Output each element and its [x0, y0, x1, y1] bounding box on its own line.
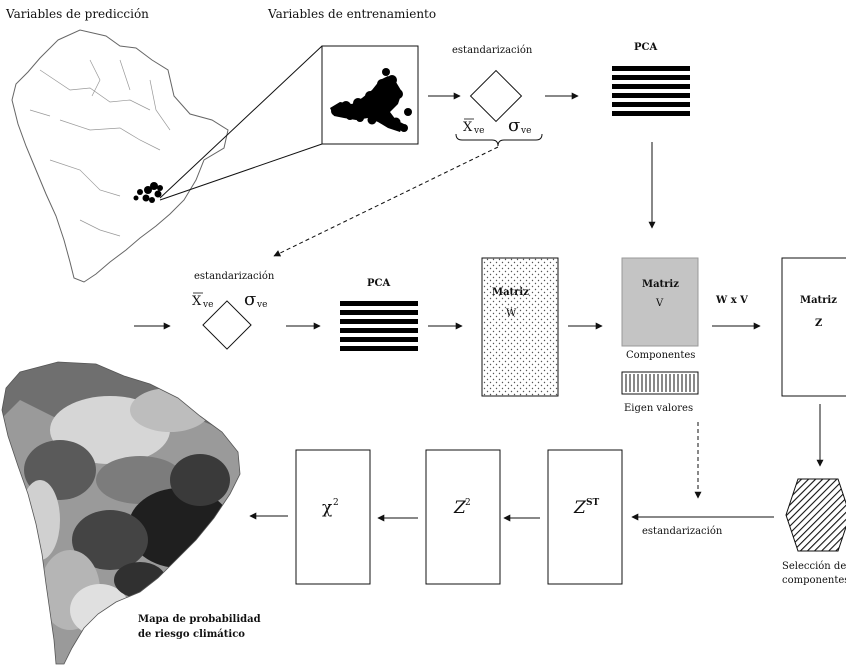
- sigma-ve-mid: σ ve: [244, 289, 267, 310]
- training-points-inset: [321, 45, 419, 145]
- std-top-label: estandarización: [452, 45, 533, 56]
- matrix-v-title: Matriz: [642, 279, 679, 290]
- zoom-line-upper: [159, 45, 323, 199]
- eigen-values-label: Eigen valores: [624, 403, 693, 414]
- pca-top-stripes: [612, 66, 690, 116]
- training-variables-label: Variables de entrenamiento: [267, 7, 436, 21]
- z2-sup: 2: [465, 498, 471, 508]
- matrix-w-title: Matriz: [492, 287, 529, 298]
- std-top-diamond: [469, 69, 523, 123]
- matrix-w-letter: W: [506, 308, 517, 319]
- xve-mid: X ve: [192, 292, 213, 310]
- matrix-z: [781, 257, 846, 397]
- zst-sup: ST: [586, 498, 599, 508]
- map-title-line2: de riesgo climático: [138, 629, 245, 640]
- matrix-v: [621, 257, 699, 347]
- std-bottom-label: estandarización: [642, 526, 723, 537]
- matrix-v-letter: V: [655, 298, 664, 309]
- svg-text:ve: ve: [473, 126, 484, 136]
- prediction-variables-label: Variables de predicción: [5, 7, 149, 21]
- south-america-outline-map: [11, 29, 229, 283]
- pca-mid-stripes: [340, 301, 418, 351]
- svg-text:σ: σ: [244, 289, 256, 310]
- z2-box: [425, 449, 501, 585]
- svg-text:ve: ve: [256, 300, 267, 310]
- svg-text:ve: ve: [202, 300, 213, 310]
- chi2-base: χ: [322, 498, 332, 518]
- pca-mid-label: PCA: [367, 278, 390, 289]
- sigma-ve-top: σ ve: [508, 115, 531, 136]
- dashed-arrow-to-std: [273, 146, 499, 257]
- selection-label-line1: Selección de: [782, 561, 846, 572]
- matrix-w: [481, 257, 559, 397]
- map-title-line1: Mapa de probabilidad: [138, 614, 261, 625]
- selection-label-line2: componentes: [782, 575, 846, 586]
- z2-base: Z: [453, 498, 467, 518]
- brace-top: [455, 133, 543, 147]
- wxv-label: W x V: [715, 295, 748, 306]
- chi2-sup: 2: [333, 498, 339, 508]
- std-mid-label: estandarización: [194, 271, 275, 282]
- svg-text:X: X: [463, 120, 473, 135]
- pca-top-label: PCA: [634, 42, 657, 53]
- chi2-box: [295, 449, 371, 585]
- components-label: Componentes: [626, 350, 695, 361]
- svg-text:X: X: [192, 294, 202, 309]
- svg-text:σ: σ: [508, 115, 520, 136]
- zoom-line-lower: [159, 143, 323, 201]
- eigen-values-box: [621, 371, 699, 395]
- matrix-z-letter: Z: [815, 318, 822, 329]
- matrix-z-title: Matriz: [800, 295, 837, 306]
- selection-hexagon: [785, 478, 846, 552]
- xve-top: X ve: [463, 118, 484, 136]
- svg-text:ve: ve: [520, 126, 531, 136]
- zst-base: Z: [573, 498, 587, 518]
- zst-box: [547, 449, 623, 585]
- std-mid-diamond: [202, 300, 252, 350]
